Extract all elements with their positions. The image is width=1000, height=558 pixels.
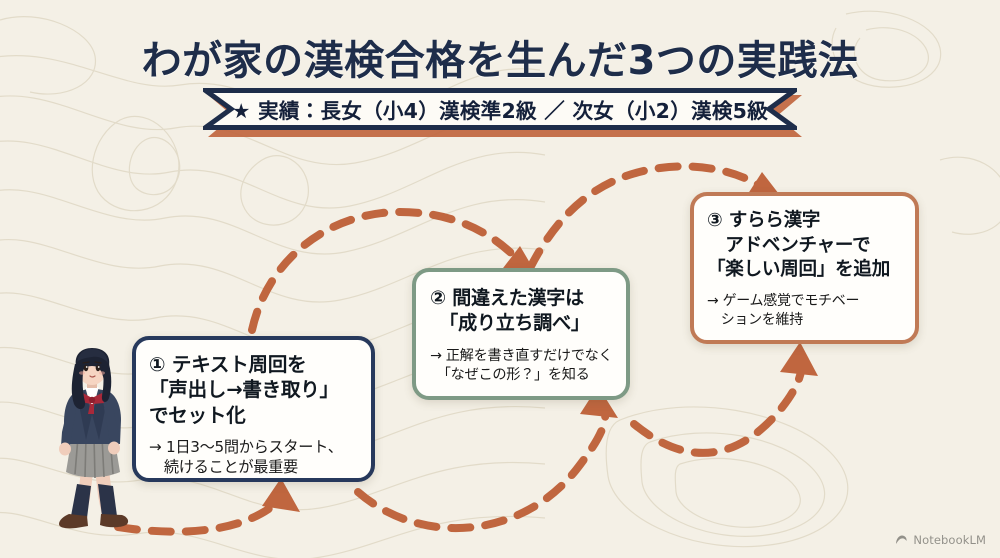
notebooklm-icon (896, 535, 907, 544)
page-title: わが家の漢検合格を生んだ3つの実践法 (141, 38, 859, 84)
step-1-heading-line-2: 「声出し→書き取り」 (149, 378, 339, 402)
step-2-detail-line-1: → 正解を書き直すだけでなく (430, 348, 613, 365)
step-1-heading: ① テキスト周回を 「声出し→書き取り」 でセット化 (149, 352, 358, 428)
arrow-start-to-step1 (114, 494, 286, 536)
step-3-heading: ③ すらら漢字 アドベンチャーで 「楽しい周回」を追加 (707, 209, 904, 283)
step-card-2: ② 間違えた漢字は 「成り立ち調べ」 → 正解を書き直すだけでなく 「なぜこの形… (412, 268, 630, 400)
step-card-3: ③ すらら漢字 アドベンチャーで 「楽しい周回」を追加 → ゲーム感覚でモチベー… (690, 192, 919, 344)
step-1-heading-line-1: ① テキスト周回を (149, 353, 307, 376)
step-card-1: ① テキスト周回を 「声出し→書き取り」 でセット化 → 1日3〜5問からスター… (132, 336, 375, 482)
arrow-head-step3-lower (780, 342, 818, 376)
step-1-detail: → 1日3〜5問からスタート、 続けることが最重要 (149, 437, 358, 478)
watermark-label: NotebookLM (913, 533, 986, 547)
arrow-step1-to-step2-lower (354, 400, 610, 532)
step-2-heading: ② 間違えた漢字は 「成り立ち調べ」 (430, 286, 614, 336)
subtitle-ribbon: ★ 実績：長女（小4）漢検準2級 ／ 次女（小2）漢検5級 (203, 88, 802, 137)
step-1-heading-line-3: でセット化 (149, 403, 246, 427)
step-1-detail-line-1: → 1日3〜5問からスタート、 (149, 438, 343, 457)
ribbon-body: ★ 実績：長女（小4）漢検準2級 ／ 次女（小2）漢検5級 (203, 88, 797, 130)
step-3-detail-line-2: ションを維持 (707, 311, 804, 328)
step-3-heading-line-2: アドベンチャーで (707, 234, 871, 256)
step-2-detail-line-2: 「なぜこの形？」を知る (430, 367, 590, 384)
step-2-heading-line-1: ② 間違えた漢字は (430, 287, 584, 309)
step-1-detail-line-2: 続けることが最重要 (149, 458, 298, 477)
step-2-detail: → 正解を書き直すだけでなく 「なぜこの形？」を知る (430, 347, 614, 386)
arrow-step2-to-step3-lower (630, 358, 806, 457)
ribbon-label: ★ 実績：長女（小4）漢検準2級 ／ 次女（小2）漢検5級 (231, 99, 769, 123)
step-2-heading-line-2: 「成り立ち調べ」 (430, 312, 590, 335)
step-3-detail: → ゲーム感覚でモチベー ションを維持 (707, 292, 904, 330)
step-3-heading-line-1: ③ すらら漢字 (707, 210, 821, 231)
watermark: NotebookLM (894, 533, 986, 547)
arrow-head-step1 (262, 478, 300, 512)
step-3-heading-line-3: 「楽しい周回」を追加 (707, 259, 891, 281)
step-3-detail-line-1: → ゲーム感覚でモチベー (707, 292, 860, 309)
schoolgirl-illustration (59, 348, 129, 529)
